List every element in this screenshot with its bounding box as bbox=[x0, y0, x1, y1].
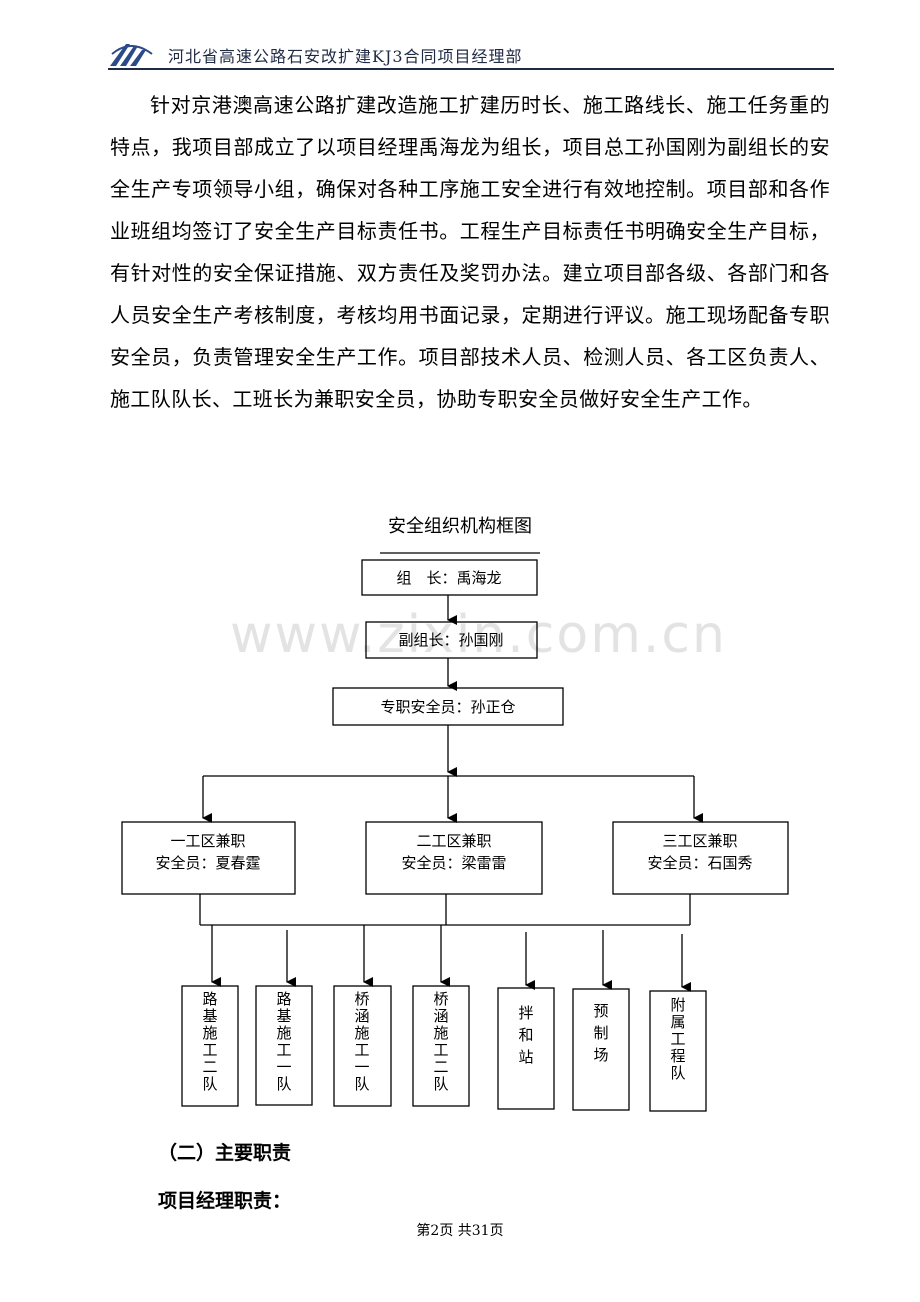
leader-text: 组 长：禹海龙 bbox=[396, 569, 501, 587]
zone-1-line2: 安全员：夏春霆 bbox=[155, 854, 260, 872]
team-label-7: 附属工程队 bbox=[670, 996, 685, 1082]
zone-box-3 bbox=[612, 821, 789, 895]
zone-3-line2: 安全员：石国秀 bbox=[647, 854, 752, 872]
team-label-5: 拌和站 bbox=[518, 1004, 533, 1066]
section-subheading: 项目经理职责： bbox=[158, 1190, 292, 1212]
team-label-2: 路基施工一队 bbox=[276, 990, 291, 1093]
team-box-7 bbox=[649, 990, 707, 1112]
zone-3-line1: 三工区兼职 bbox=[662, 832, 737, 850]
section-heading: （二）主要职责 bbox=[158, 1142, 292, 1164]
watermark: www.zixin.com.cn bbox=[230, 605, 727, 665]
team-label-1: 路基施工二队 bbox=[202, 990, 217, 1093]
body-paragraph: 针对京港澳高速公路扩建改造施工扩建历时长、施工路线长、施工任务重的特点，我项目部… bbox=[110, 93, 830, 411]
zone-1-line1: 一工区兼职 bbox=[170, 832, 245, 850]
page-header: 河北省高速公路石安改扩建KJ3合同项目经理部 bbox=[108, 38, 834, 70]
safety-officer-text: 专职安全员：孙正仓 bbox=[380, 698, 515, 716]
team-label-4: 桥涵施工二队 bbox=[433, 990, 448, 1093]
team-box-5 bbox=[497, 987, 555, 1110]
deputy-text: 副组长：孙国刚 bbox=[398, 631, 503, 649]
zone-box-2 bbox=[365, 821, 543, 895]
team-box-6 bbox=[572, 988, 630, 1111]
team-box-3 bbox=[333, 985, 392, 1107]
team-box-2 bbox=[255, 985, 313, 1106]
team-box-1 bbox=[181, 985, 239, 1107]
page-footer: 第2页 共31页 bbox=[416, 1223, 504, 1239]
team-label-6: 预制场 bbox=[593, 1002, 608, 1064]
company-logo-icon bbox=[110, 44, 153, 66]
zone-2-line2: 安全员：梁雷雷 bbox=[401, 854, 506, 872]
zone-2-line1: 二工区兼职 bbox=[416, 832, 491, 850]
team-box-4 bbox=[412, 985, 470, 1107]
team-label-3: 桥涵施工一队 bbox=[354, 990, 369, 1093]
deputy-box bbox=[365, 621, 538, 659]
header-title: 河北省高速公路石安改扩建KJ3合同项目经理部 bbox=[168, 47, 523, 66]
zone-box-1 bbox=[121, 821, 296, 895]
leader-box bbox=[361, 559, 538, 596]
org-chart-title: 安全组织机构框图 bbox=[388, 516, 532, 537]
